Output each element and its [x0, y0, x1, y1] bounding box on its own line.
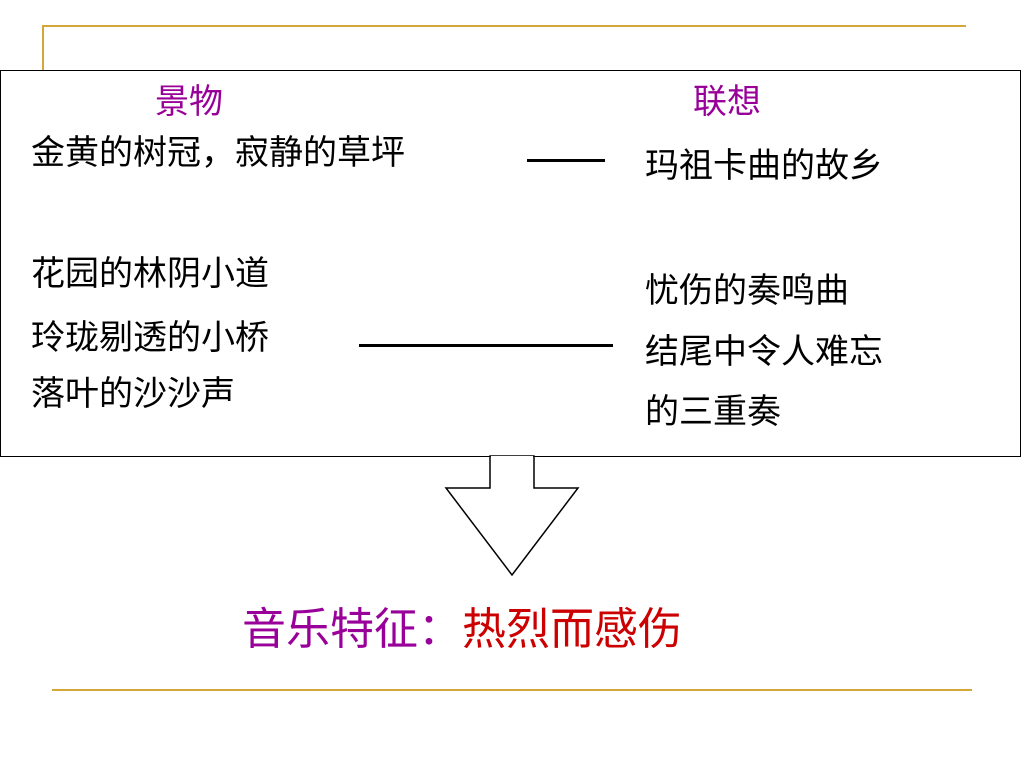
- bottom-rule: [52, 689, 972, 691]
- association-item: 的三重奏: [645, 392, 781, 432]
- top-rule: [42, 25, 966, 27]
- association-item: 玛祖卡曲的故乡: [645, 146, 883, 186]
- scenery-item: 金黄的树冠，寂静的草坪: [31, 133, 405, 173]
- music-feature-summary: 音乐特征：热烈而感伤: [242, 608, 682, 652]
- connector-line: [359, 344, 613, 347]
- header-scenery: 景物: [155, 82, 223, 122]
- scenery-item: 玲珑剔透的小桥: [31, 318, 269, 358]
- association-item: 忧伤的奏鸣曲: [645, 271, 849, 311]
- header-association: 联想: [693, 82, 761, 122]
- summary-label: 音乐特征：: [242, 604, 462, 655]
- left-rule: [42, 25, 44, 91]
- association-item: 结尾中令人难忘: [645, 332, 883, 372]
- scenery-item: 落叶的沙沙声: [31, 374, 235, 414]
- content-box: 景物 联想 金黄的树冠，寂静的草坪 玛祖卡曲的故乡 花园的林阴小道 玲珑剔透的小…: [0, 70, 1021, 457]
- scenery-item: 花园的林阴小道: [31, 254, 269, 294]
- summary-value: 热烈而感伤: [462, 604, 682, 655]
- connector-line: [527, 159, 605, 162]
